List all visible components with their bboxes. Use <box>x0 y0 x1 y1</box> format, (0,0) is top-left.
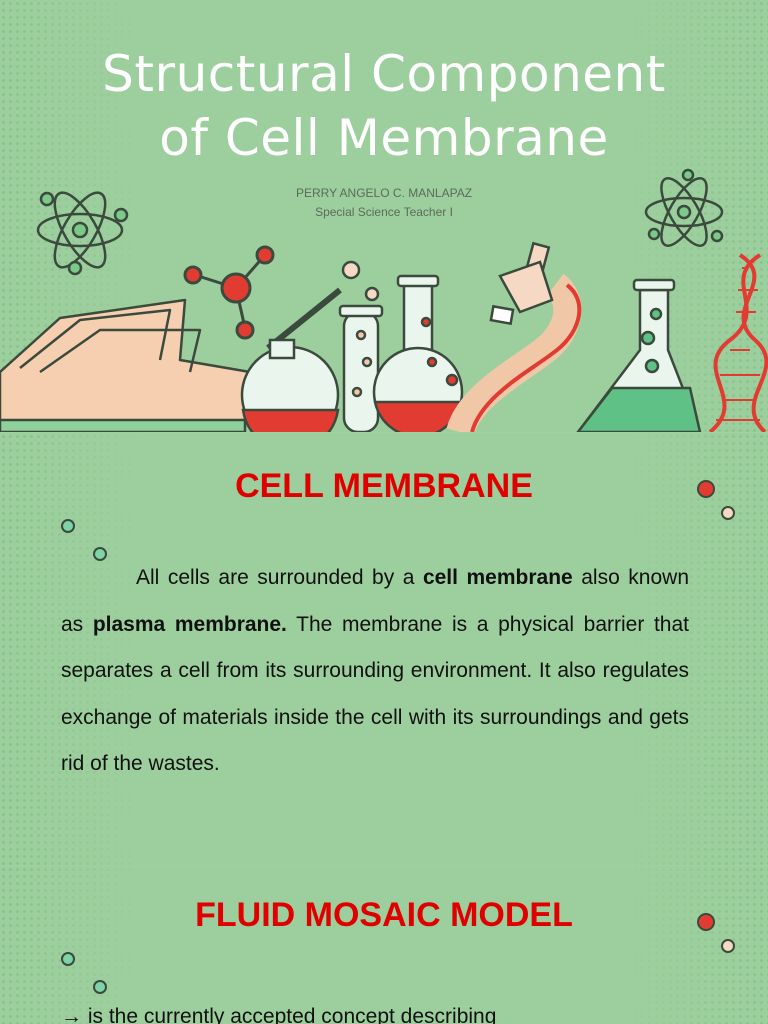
erlenmeyer-flask-icon <box>576 278 702 432</box>
paragraph-mid: also known as <box>61 566 689 636</box>
title-line-2: of Cell Membrane <box>159 109 609 167</box>
test-tube-icon <box>338 260 384 432</box>
bubble-decoration <box>61 480 735 561</box>
speckle-decoration <box>0 433 150 865</box>
open-book-icon <box>0 298 252 432</box>
round-flask-icon <box>240 287 342 432</box>
paragraph-rest: The membrane is a physical barrier that … <box>61 612 689 776</box>
fluid-mosaic-slide: FLUID MOSAIC MODEL → is the currently ac… <box>0 866 768 1024</box>
bubble-decoration <box>61 913 735 994</box>
speckle-decoration <box>0 866 150 1024</box>
section-heading: CELL MEMBRANE <box>235 467 533 505</box>
bold-term-cell-membrane: cell membrane <box>422 566 573 589</box>
body-paragraph: → is the currently accepted concept desc… <box>61 994 689 1024</box>
molecule-icon <box>183 245 275 340</box>
author-role: Special Science Teacher I <box>315 205 453 219</box>
author-block: PERRY ANGELO C. MANLAPAZ Special Science… <box>0 184 768 222</box>
round-flask-icon <box>372 274 464 432</box>
speckle-decoration <box>618 866 768 1024</box>
arrow-icon: → <box>61 1005 82 1024</box>
body-paragraph: All cells are surrounded by a cell membr… <box>61 555 689 788</box>
microscope-icon <box>446 241 582 432</box>
paragraph-intro: All cells are surrounded by a <box>136 566 423 589</box>
bold-term-plasma-membrane: plasma membrane. <box>92 612 287 636</box>
paragraph-line: is the currently accepted concept descri… <box>82 1005 497 1024</box>
author-name: PERRY ANGELO C. MANLAPAZ <box>295 186 473 200</box>
atom-icon <box>644 168 724 247</box>
dna-helix-icon <box>708 253 768 432</box>
science-illustration <box>0 168 768 432</box>
cell-membrane-slide: CELL MEMBRANE All cells are surrounded b… <box>0 433 768 865</box>
title-line-1: Structural Component <box>102 45 666 103</box>
speckle-decoration <box>618 433 768 865</box>
section-heading: FLUID MOSAIC MODEL <box>195 896 573 934</box>
title-slide: Structural Component of Cell Membrane PE… <box>0 0 768 432</box>
atom-icon <box>36 191 129 276</box>
page-title: Structural Component of Cell Membrane <box>0 42 768 170</box>
